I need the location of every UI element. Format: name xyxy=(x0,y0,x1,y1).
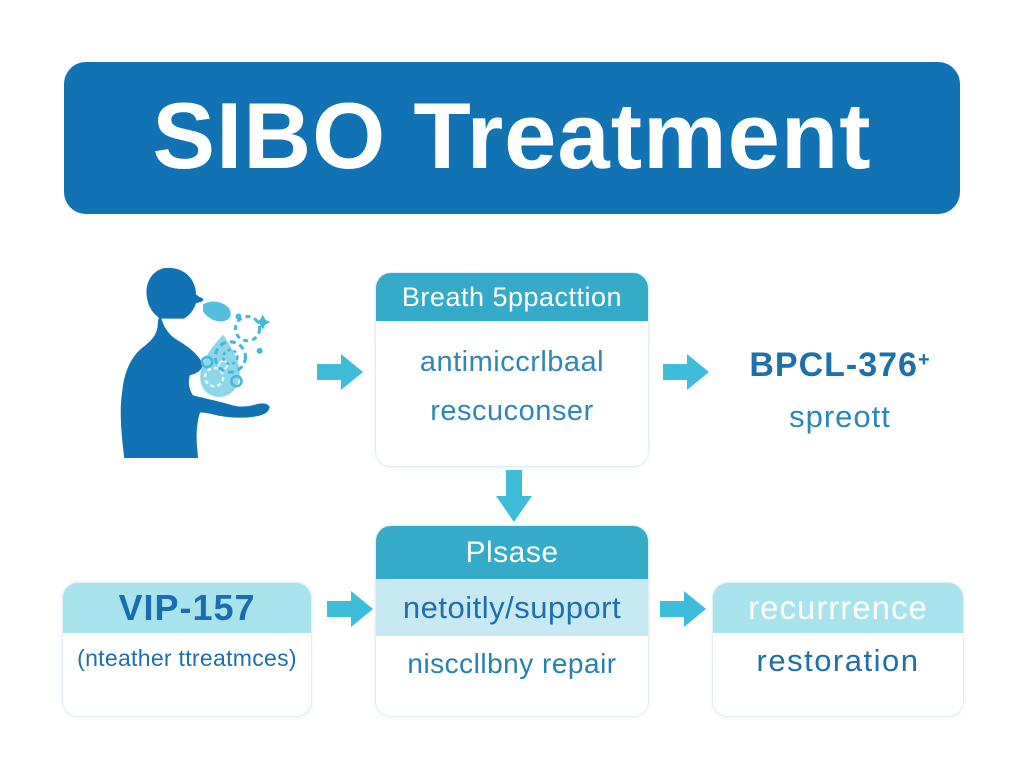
arrow-right-icon xyxy=(660,589,706,629)
result-text-block: BPCL-376+ spreott xyxy=(720,346,960,435)
vip-box-line: (nteather ttreatmces) xyxy=(77,645,297,671)
person-breath-icon xyxy=(120,267,271,458)
breath-droplet-icon xyxy=(203,301,231,322)
phase-box: Plsase netoitly/support nisccllbny repai… xyxy=(375,525,649,717)
title-banner: SIBO Treatment xyxy=(64,62,960,214)
result-subtext: spreott xyxy=(789,399,891,434)
arrow-right-icon xyxy=(663,352,709,392)
microbe-icon xyxy=(222,348,239,366)
vip-box-body: (nteather ttreatmces) xyxy=(63,633,311,716)
microbe-icon xyxy=(200,355,214,369)
arrow-right-icon xyxy=(327,589,373,629)
outcome-box-line: restoration xyxy=(756,643,920,678)
microbe-dot-icon xyxy=(235,313,242,320)
phase-box-header: Plsase xyxy=(376,526,648,579)
breath-box-line-2: rescuconser xyxy=(430,394,594,427)
microbe-icon xyxy=(233,315,262,343)
result-name: BPCL-376+ xyxy=(749,346,930,385)
outcome-box: recurrrence restoration xyxy=(712,582,964,717)
breath-box-line-1: antimiccrlbaal xyxy=(419,345,605,378)
phase-box-body: nisccllbny repair xyxy=(376,636,648,716)
arrow-down-icon xyxy=(494,470,534,522)
outcome-box-body: restoration xyxy=(713,633,963,716)
sparkle-icon xyxy=(255,314,271,330)
microbe-dot-icon xyxy=(256,347,263,354)
person-exhaling-illustration xyxy=(110,264,282,458)
vip-box: VIP-157 (nteather ttreatmces) xyxy=(62,582,312,717)
page-title: SIBO Treatment xyxy=(152,83,872,188)
vip-box-header: VIP-157 xyxy=(63,583,311,633)
person-head-silhouette xyxy=(146,267,204,319)
phase-box-band: netoitly/support xyxy=(376,579,648,636)
microbe-icon xyxy=(213,340,248,374)
microbe-icon xyxy=(230,374,243,388)
phase-box-line: nisccllbny repair xyxy=(407,648,617,679)
result-code: BPCL-376 xyxy=(749,346,918,384)
result-superscript: + xyxy=(917,349,931,371)
outcome-box-header: recurrrence xyxy=(713,583,963,633)
drop-detail-icon xyxy=(203,366,225,388)
breath-box-header: Breath 5ppacttion xyxy=(376,273,648,321)
breath-box-body: antimiccrlbaal rescuconser xyxy=(376,321,648,466)
person-body-silhouette xyxy=(120,314,270,458)
breath-test-box: Breath 5ppacttion antimiccrlbaal rescuco… xyxy=(375,272,649,467)
arrow-right-icon xyxy=(317,352,363,392)
